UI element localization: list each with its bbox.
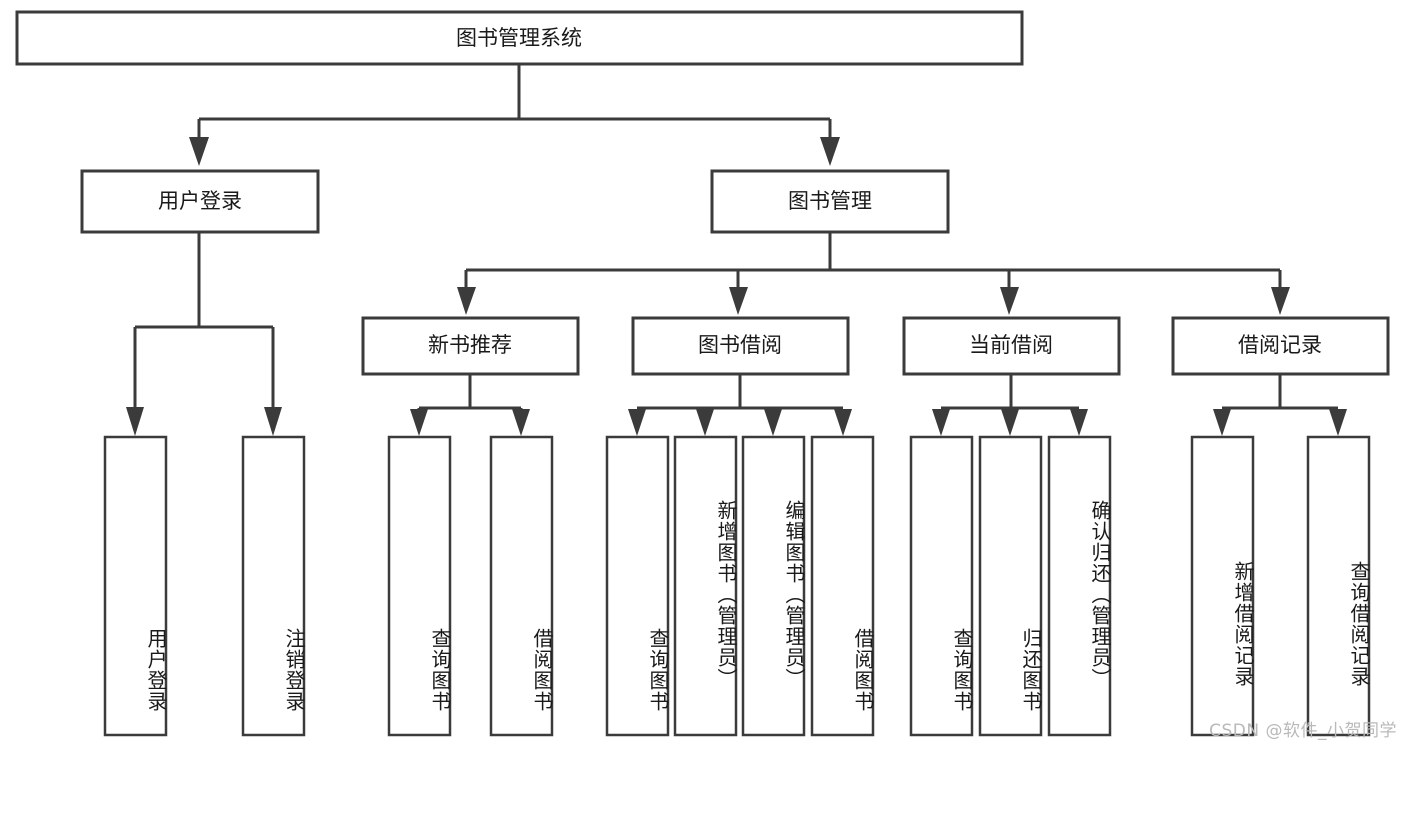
node-new-book-recommend-label: 新书推荐 xyxy=(428,333,512,357)
node-new-book-recommend[interactable]: 新书推荐 xyxy=(361,316,580,376)
connector-group-borrow-record xyxy=(1213,374,1347,436)
arrow-head-leaf-query-book-2 xyxy=(628,409,646,436)
arrow-head-leaf-query-record xyxy=(1329,409,1347,436)
arrow-head-leaf-user-logout xyxy=(264,407,282,436)
node-book-borrow-box[interactable] xyxy=(631,316,850,376)
tree-diagram-svg: 图书管理系统 用户登录 图书管理 新书推荐 图书借阅 当前借阅 借阅记录 xyxy=(15,10,1390,737)
node-user-login[interactable]: 用户登录 xyxy=(80,169,320,234)
node-leaf-query-book-2-box[interactable] xyxy=(605,435,670,737)
arrow-head-leaf-borrow-book-1 xyxy=(512,409,530,436)
arrow-head-borrow-record xyxy=(1271,287,1290,315)
node-leaf-user-logout-box[interactable] xyxy=(241,435,306,737)
node-root[interactable]: 图书管理系统 xyxy=(15,10,1024,66)
arrow-head-leaf-user-login xyxy=(126,407,144,436)
node-book-borrow-label: 图书借阅 xyxy=(698,333,782,357)
arrow-head-new-book-recommend xyxy=(457,287,476,315)
node-borrow-record-box[interactable] xyxy=(1171,316,1390,376)
node-leaf-query-book-1-box[interactable] xyxy=(387,435,452,737)
connector-group-book-borrow xyxy=(628,374,852,436)
connector-group-book-management xyxy=(457,232,1290,315)
connector-group-root xyxy=(189,64,840,166)
node-current-borrow-label: 当前借阅 xyxy=(969,333,1053,357)
arrow-head-current-borrow xyxy=(1000,287,1019,315)
node-borrow-record[interactable]: 借阅记录 xyxy=(1171,316,1390,376)
node-root-label: 图书管理系统 xyxy=(456,26,582,50)
node-leaf-user-login-box[interactable] xyxy=(103,435,168,737)
node-leaf-borrow-book-2-box[interactable] xyxy=(810,435,875,737)
node-leaf-edit-book-box[interactable] xyxy=(741,435,806,737)
arrow-head-book-borrow xyxy=(729,287,748,315)
arrow-head-book-management xyxy=(820,137,840,166)
arrow-head-leaf-borrow-book-2 xyxy=(834,409,852,436)
arrow-head-leaf-confirm-return xyxy=(1070,409,1088,436)
arrow-head-leaf-query-book-1 xyxy=(410,409,428,436)
arrow-head-leaf-edit-book xyxy=(764,409,782,436)
node-root-box[interactable] xyxy=(15,10,1024,66)
node-user-login-label: 用户登录 xyxy=(158,189,242,213)
node-current-borrow[interactable]: 当前借阅 xyxy=(902,316,1121,376)
node-leaf-borrow-book-1-box[interactable] xyxy=(489,435,554,737)
node-leaf-query-book-3-box[interactable] xyxy=(909,435,974,737)
node-leaf-add-book-box[interactable] xyxy=(673,435,738,737)
node-new-book-recommend-box[interactable] xyxy=(361,316,580,376)
node-leaf-confirm-return-box[interactable] xyxy=(1047,435,1112,737)
arrow-head-leaf-return-book xyxy=(1001,409,1019,436)
node-current-borrow-box[interactable] xyxy=(902,316,1121,376)
arrow-head-user-login xyxy=(189,137,209,166)
connector-group-new-book-recommend xyxy=(410,374,530,436)
arrow-head-leaf-add-record xyxy=(1213,409,1231,436)
node-book-borrow[interactable]: 图书借阅 xyxy=(631,316,850,376)
arrow-head-leaf-add-book xyxy=(696,409,714,436)
node-book-management-label: 图书管理 xyxy=(788,189,872,213)
node-leaf-return-book-box[interactable] xyxy=(978,435,1043,737)
node-book-management[interactable]: 图书管理 xyxy=(710,169,950,234)
node-leaf-query-record-box[interactable] xyxy=(1306,435,1371,737)
function-structure-diagram: 图书管理系统 用户登录 图书管理 新书推荐 图书借阅 当前借阅 借阅记录 xyxy=(15,10,1397,741)
connector-group-current-borrow xyxy=(932,374,1088,436)
csdn-watermark: CSDN @软件_小贺同学 xyxy=(1209,721,1397,741)
leaf-boxes xyxy=(103,435,1371,737)
node-user-login-box[interactable] xyxy=(80,169,320,234)
node-book-management-box[interactable] xyxy=(710,169,950,234)
node-borrow-record-label: 借阅记录 xyxy=(1238,333,1322,357)
connector-group-user-login xyxy=(126,232,282,436)
arrow-head-leaf-query-book-3 xyxy=(932,409,950,436)
node-leaf-add-record-box[interactable] xyxy=(1190,435,1255,737)
